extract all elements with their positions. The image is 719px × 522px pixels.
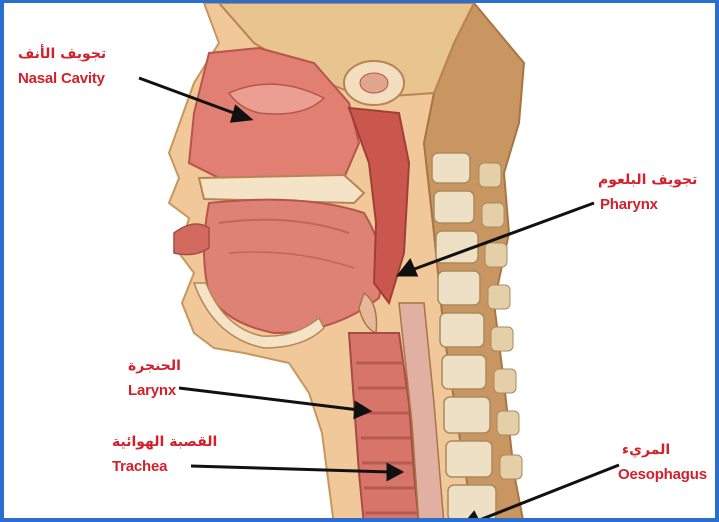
larynx-label-ar: الحنجرة <box>128 359 181 373</box>
palate <box>199 175 364 203</box>
oesophagus-label-ar: المريء <box>622 443 670 457</box>
nasal-cavity-label-en: Nasal Cavity <box>18 71 105 86</box>
tongue <box>204 200 382 333</box>
nasal-cavity-label-ar: تجويف الأنف <box>18 47 138 61</box>
pharynx-label-en: Pharynx <box>600 197 658 212</box>
trachea-label-ar: القصبة الهوائية <box>112 435 217 449</box>
lips <box>174 224 209 255</box>
oesophagus-label-en: Oesophagus <box>618 467 707 482</box>
pharynx-label-ar: تجويف البلعوم <box>598 173 697 187</box>
trachea-label-en: Trachea <box>112 459 167 474</box>
larynx-label-en: Larynx <box>128 383 176 398</box>
